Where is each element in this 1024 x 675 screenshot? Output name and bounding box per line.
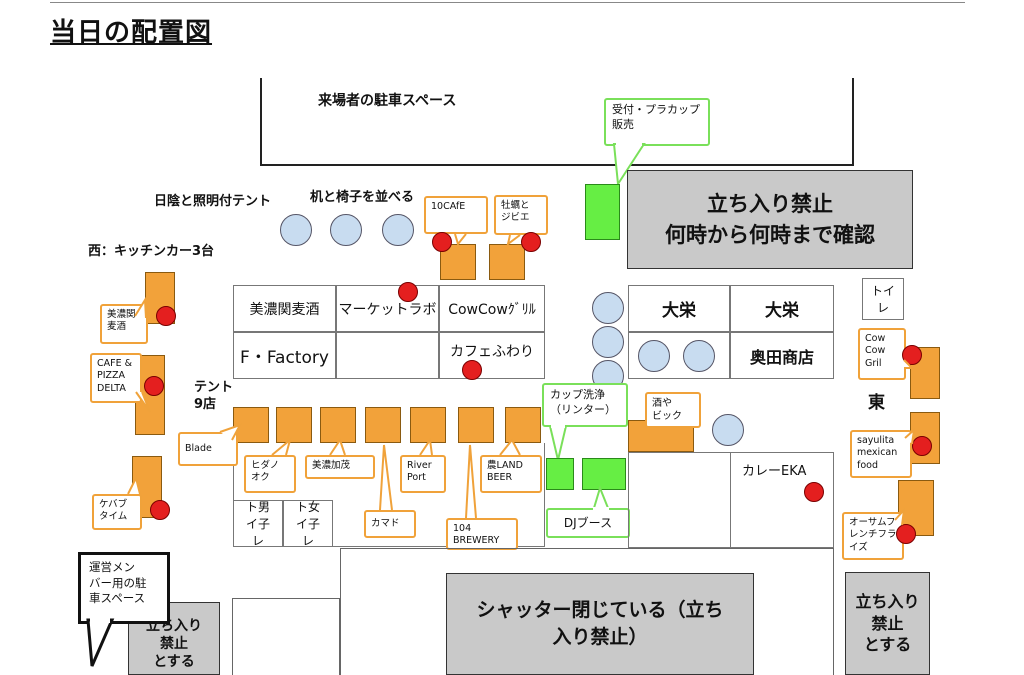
tent-booth [365,407,401,443]
staff-parking-callout: 運営メン バー用の駐 車スペース [78,552,170,624]
tent-booth [320,407,356,443]
hidanooku-callout: ヒダノ オク [244,455,296,493]
toilet-east: トイ レ [862,278,904,320]
booth-f-factory: F・Factory [233,332,336,379]
sayulita-marker [912,436,932,456]
table-circle [712,414,744,446]
toilet-male: ト男 イ子 レ [233,500,283,548]
reception-callout-pointer [612,140,646,187]
booth-empty [336,332,439,379]
dj-callout: DJブース [546,508,630,538]
kamado-callout: カマド [364,510,416,538]
cowcow-east-callout: Cow Cow Gril [858,328,906,380]
booth-okuda: 奥田商店 [730,332,834,379]
kebab-marker [150,500,170,520]
market-lab-marker [398,282,418,302]
booth-daiei-1: 大栄 [628,285,730,332]
restricted-area-top-right: 立ち入り禁止 何時から何時まで確認 [627,170,913,269]
sayulita-callout: sayulita mexican food [850,430,912,478]
booth-market-lab: マーケットラボ [336,285,439,332]
tent-row-lower-area [233,443,545,547]
kebab-callout: ケバブ タイム [92,494,142,530]
riverport-callout: River Port [400,455,446,493]
page-title: 当日の配置図 [50,18,213,48]
restricted-shutter: シャッター閉じている（立ち 入り禁止） [446,573,754,675]
cup-wash-pointer [548,424,568,461]
table-circle [382,214,414,246]
cup-wash-callout: カップ洗浄 （リンター） [542,383,628,427]
cup-wash-booth [546,458,574,490]
bottom-building [340,548,834,675]
tent-booth [505,407,541,443]
tent9-label: テント 9店 [194,380,234,412]
pizza-marker [144,376,164,396]
curry-eka-booth [730,452,834,548]
kaki-marker [521,232,541,252]
table-circle [592,326,624,358]
kaki-booth [489,244,525,280]
restricted-bottom-right: 立ち入り 禁止 とする [845,572,930,675]
minokamo-callout: 美濃加茂 [305,455,375,479]
tencafe-marker [432,232,452,252]
curry-eka-marker [804,482,824,502]
curry-area [628,452,834,548]
booth-mino-bakushu: 美濃関麦酒 [233,285,336,332]
tent-booth [458,407,494,443]
table-circle [638,340,670,372]
shade-tent-label: 日陰と照明付テント [154,194,272,209]
dj-booth [582,458,626,490]
west-kitchen-label: 西：キッチンカー3台 [88,244,215,259]
visitor-parking-area [260,78,854,166]
tent-booth [233,407,269,443]
mino-west-callout: 美濃関 麦酒 [100,304,148,344]
reception-callout: 受付・プラカップ販売 [604,98,710,146]
tables-label: 机と椅子を並べる [310,190,415,205]
staff-parking-pointer [86,617,115,667]
blade-callout: Blade [178,432,238,466]
table-circle [592,292,624,324]
pizza-callout: CAFE & PIZZA DELTA [90,353,142,403]
orsam-marker [896,524,916,544]
tencafe-callout: 10CAfE [424,196,488,234]
tent-booth [410,407,446,443]
reception-booth [585,184,620,240]
top-rule [50,2,965,3]
sakeya-callout: 酒や ビック [645,392,701,428]
visitor-parking-label: 来場者の駐車スペース [318,93,457,109]
table-circle [683,340,715,372]
dj-pointer [592,484,610,511]
booth-cafe-fuwari: カフェふわり [439,332,545,379]
mino-west-marker [156,306,176,326]
brewery104-callout: 104 BREWERY [446,518,518,550]
kaki-callout: 牡蠣と ジビエ [494,195,548,235]
cowcow-east-marker [902,345,922,365]
nouland-callout: 農LAND BEER [480,455,542,493]
bottom-left-structure [232,598,340,675]
tent-booth [276,407,312,443]
table-circle [330,214,362,246]
orsam-callout: オーサムフ レンチフラ イズ [842,512,904,560]
cafe-fuwari-marker [462,360,482,380]
booth-cowcow-grill: CowCowｸﾞﾘﾙ [439,285,545,332]
toilet-female: ト女 イ子 レ [283,500,333,548]
table-circle [280,214,312,246]
curry-eka-label: カレーEKA [742,464,807,479]
east-label: 東 [868,393,885,413]
booth-daiei-2: 大栄 [730,285,834,332]
